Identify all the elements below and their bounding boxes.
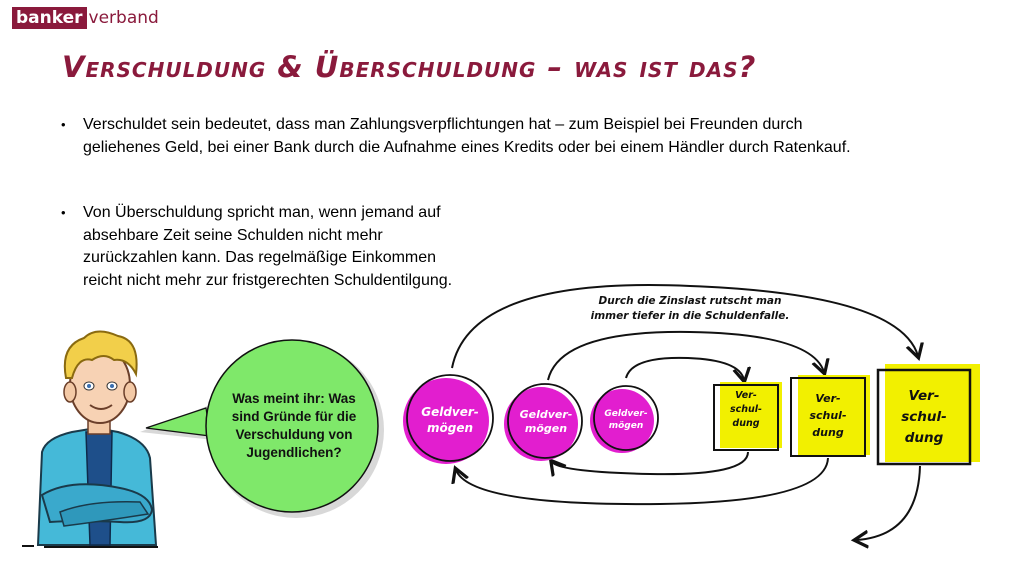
logo-box-text: banker xyxy=(12,7,87,29)
logo-rest-text: verband xyxy=(88,8,159,28)
verschuldung-box-2 xyxy=(790,375,870,457)
speech-bubble xyxy=(140,339,384,518)
verschuldung-label-2: Ver- schul- dung xyxy=(809,392,847,439)
geldvermoegen-circle-1 xyxy=(403,374,494,464)
zinslast-caption: Durch die Zinslast rutscht man immer tie… xyxy=(590,295,790,322)
verschuldung-box-3 xyxy=(876,364,980,466)
geldvermoegen-label-1: Geldver- mögen xyxy=(421,405,479,435)
verschuldung-label-1: Ver- schul- dung xyxy=(729,390,762,429)
geldvermoegen-label-3: Geldver- mögen xyxy=(604,409,648,431)
bullet-ueberschuldung: Von Überschuldung spricht man, wenn jema… xyxy=(61,202,458,292)
verschuldung-box-1 xyxy=(713,382,782,451)
slide-title: Verschuldung & Überschuldung – was ist d… xyxy=(62,50,757,84)
bullet-verschuldung: Verschuldet sein bedeutet, dass man Zahl… xyxy=(61,114,883,159)
geldvermoegen-circle-3 xyxy=(590,385,659,453)
geldvermoegen-label-2: Geldver- mögen xyxy=(519,408,573,435)
student-illustration xyxy=(22,330,158,548)
bankenverband-logo: banker verband xyxy=(12,7,159,29)
geldvermoegen-circle-2 xyxy=(504,383,583,461)
verschuldung-label-3: Ver- schul- dung xyxy=(901,388,947,446)
speech-bubble-question: Was meint ihr: Was sind Gründe für die V… xyxy=(231,391,357,460)
